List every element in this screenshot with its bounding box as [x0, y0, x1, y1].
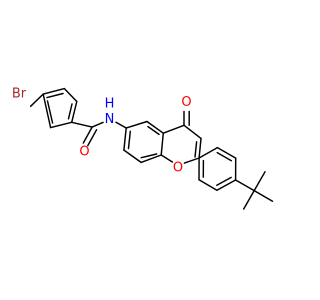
- bond: [160, 132, 165, 156]
- bond: [198, 137, 202, 159]
- bond: [70, 100, 78, 124]
- oxygen-amide-atom-label: O: [79, 145, 89, 160]
- bond: [70, 121, 93, 128]
- bond: [63, 87, 78, 103]
- bond: [67, 103, 73, 120]
- bond: [216, 179, 237, 191]
- bond: [162, 124, 185, 134]
- bond: [140, 153, 158, 159]
- bond: [82, 126, 93, 144]
- bond: [29, 93, 44, 108]
- bond: [146, 120, 165, 134]
- bond: [242, 189, 255, 210]
- bond: [183, 124, 202, 140]
- bond: [216, 151, 233, 162]
- bond: [123, 127, 127, 151]
- bond: [198, 146, 219, 159]
- nitrogen-atom-label: N: [105, 112, 115, 127]
- bond: [253, 171, 266, 192]
- bond: [234, 179, 255, 192]
- bond: [127, 130, 132, 150]
- bond: [42, 93, 52, 129]
- bond: [46, 92, 64, 99]
- bond: [42, 87, 66, 95]
- bond: [46, 100, 54, 124]
- bond: [125, 120, 148, 129]
- bond: [87, 128, 98, 147]
- bond: [140, 154, 162, 164]
- bond: [160, 154, 174, 163]
- hydrogen-atom-label: H: [105, 97, 115, 112]
- bond: [194, 141, 198, 158]
- bond: [49, 121, 73, 129]
- bond: [183, 157, 200, 164]
- bond: [147, 125, 160, 136]
- bond: [115, 121, 127, 129]
- atom-labels: Br O N H O O: [12, 87, 192, 176]
- bond: [123, 149, 142, 164]
- bond: [216, 176, 232, 187]
- oxygen-ketone-atom-label: O: [181, 95, 191, 110]
- bond: [216, 146, 237, 159]
- bonds: [29, 87, 274, 210]
- oxygen-ring-atom-label: O: [173, 161, 183, 176]
- bond: [198, 178, 218, 191]
- bond: [253, 189, 274, 202]
- molecule-structure-diagram: Br O N H O O: [12, 87, 274, 210]
- bromine-atom-label: Br: [12, 87, 27, 102]
- bond: [91, 121, 104, 128]
